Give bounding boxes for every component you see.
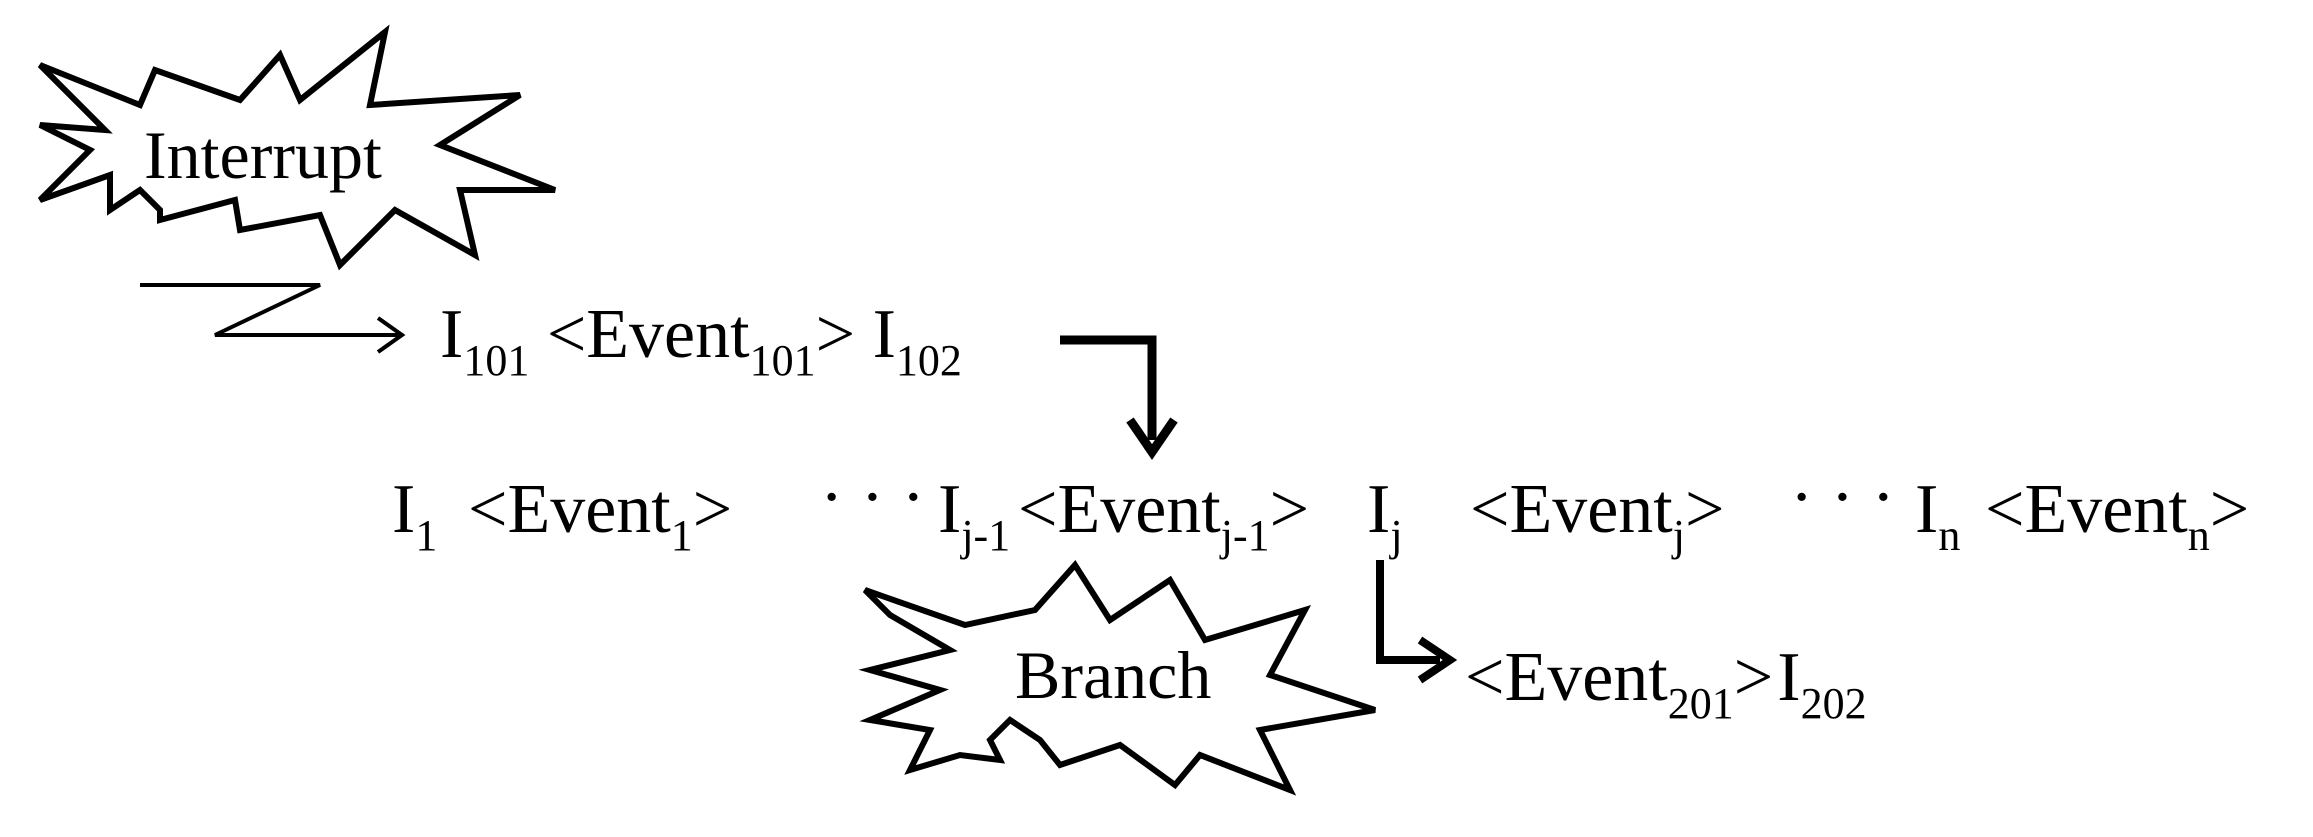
seq-ij-1: Ij-1 [938,471,1010,560]
seq-in: In [1915,471,1960,560]
seq-event1: <Event1> [468,471,732,560]
return-arrow-head [1126,417,1178,460]
branch-arrow-head [1417,636,1458,684]
interrupt-starburst [37,24,557,271]
interrupt-arrow [140,283,400,337]
branch-label: Branch [1015,637,1211,713]
main-sequence: I1 <Event1> · · · Ij-1 <Eventj-1> Ij <Ev… [392,459,2249,560]
seq-ij: Ij [1367,471,1403,560]
seq-dots-1: · · · [820,459,925,536]
interrupt-sequence: I101 <Event101> I102 [440,296,962,385]
seq-i1: I1 [392,471,437,560]
seq-event-j: <Eventj> [1470,471,1724,560]
interrupt-label: Interrupt [144,117,382,193]
branch-starburst [858,560,1376,796]
seq-event-n: <Eventn> [1985,471,2249,560]
branch-arrow [1376,560,1440,664]
return-arrow [1060,335,1157,440]
interrupt-arrow-head [376,316,406,354]
seq-event-j-1: <Eventj-1> [1018,471,1309,560]
seq-dots-2: · · · [1790,459,1895,536]
branch-sequence: <Event201>I202 [1465,639,1867,728]
